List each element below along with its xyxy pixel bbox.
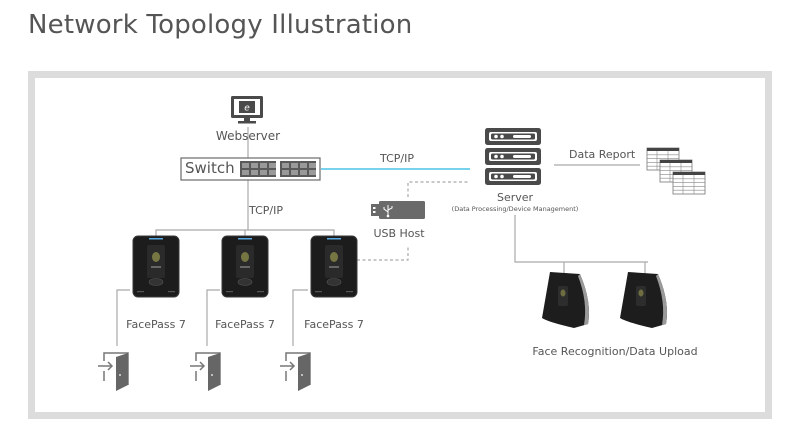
port [291,170,298,175]
face-terminal-device [542,272,589,328]
facepass-label-2: FacePass 7 [215,318,275,331]
link-server-terminals [514,215,648,263]
usb-host-label: USB Host [373,227,425,240]
port [260,163,267,168]
data-report-label: Data Report [569,148,636,161]
door-entry-icon [190,352,221,391]
spreadsheet [672,171,706,195]
facepass-device [310,235,358,298]
port [309,170,316,175]
monitor-browser-icon: e [231,96,263,124]
port-block [280,161,316,177]
rack-unit [485,148,541,165]
facepass-label-1: FacePass 7 [126,318,186,331]
usb-drive-icon [371,201,425,219]
port [251,163,258,168]
webserver-label: Webserver [215,129,281,143]
link-device2-door [206,289,220,346]
rack-unit [485,128,541,145]
link-device-usb [357,245,409,261]
server-rack-icon [485,128,541,185]
facepass-device [221,235,269,298]
face-terminal-device [620,272,667,328]
port [269,163,276,168]
facepass-device [132,235,180,298]
tcpip-label-server: TCP/IP [380,152,414,165]
port [300,163,307,168]
switch-label: Switch [185,159,235,177]
tcpip-label-devices: TCP/IP [249,204,283,217]
server-label: Server [496,191,534,204]
port [309,163,316,168]
svg-text:e: e [244,104,250,114]
port [282,163,289,168]
spreadsheet-stack-icon [646,147,706,195]
door-entry-icon [280,352,311,391]
port-block [240,161,276,177]
link-device3-door [292,289,308,346]
port [300,170,307,175]
face-recognition-label: Face Recognition/Data Upload [532,345,698,358]
connector-lines [116,127,648,346]
door-entry-icon [98,352,129,391]
rack-unit [485,168,541,185]
port [291,163,298,168]
link-usb-server [407,181,470,197]
port [282,170,289,175]
port [242,163,249,168]
port [242,170,249,175]
link-device1-door [116,289,130,346]
port [269,170,276,175]
facepass-label-3: FacePass 7 [304,318,364,331]
dashed-links [357,181,470,261]
server-sublabel: (Data Processing/Device Management) [451,205,579,213]
switch-ports [240,161,316,177]
port [260,170,267,175]
switch-icon [180,157,321,181]
port [251,170,258,175]
page-title: Network Topology Illustration [28,10,413,40]
